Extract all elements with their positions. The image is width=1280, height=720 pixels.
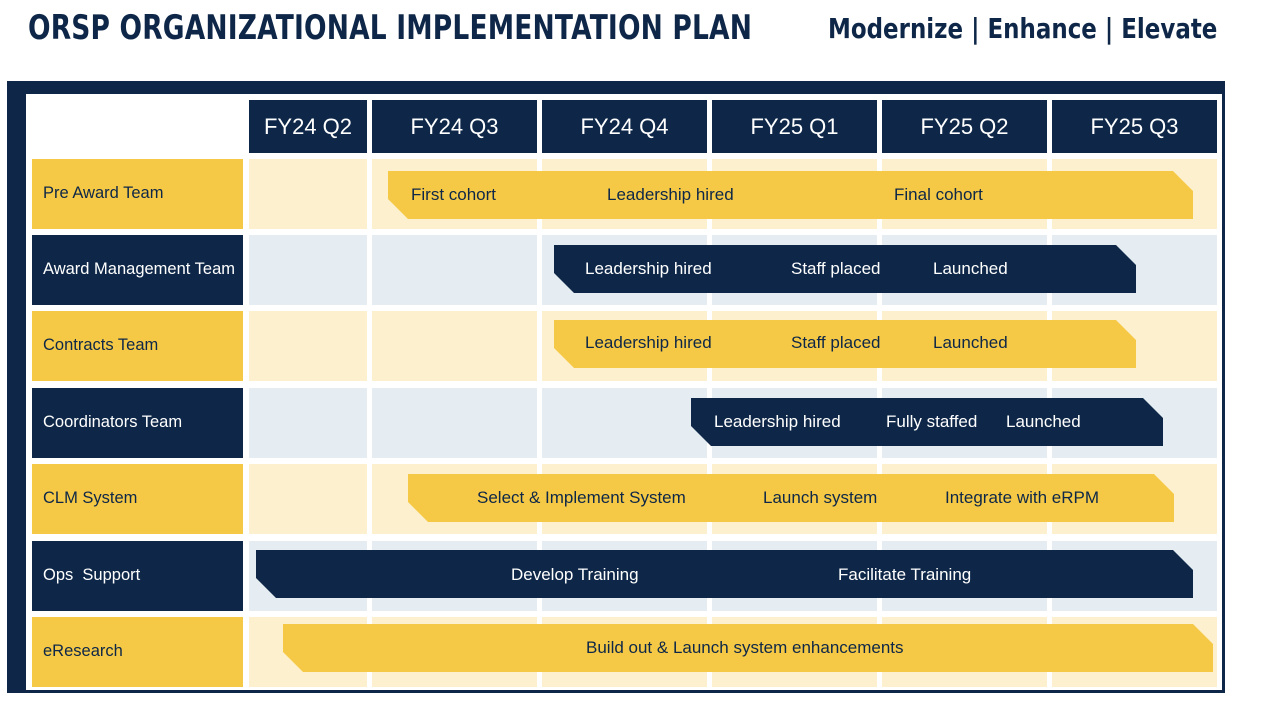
timeline-bar-contracts	[554, 320, 1136, 368]
milestone-label: Leadership hired	[714, 412, 841, 431]
grid-cell	[249, 235, 367, 305]
quarter-header-fy25-q2: FY25 Q2	[882, 100, 1047, 153]
tagline: Modernize | Enhance | Elevate	[828, 12, 1218, 45]
quarter-header-fy24-q4: FY24 Q4	[542, 100, 707, 153]
quarter-header-fy25-q1: FY25 Q1	[712, 100, 877, 153]
milestone-label: Final cohort	[894, 185, 983, 204]
row-label-eresearch: eResearch	[32, 617, 243, 687]
grid-cell	[249, 159, 367, 229]
grid-cell	[249, 464, 367, 534]
quarter-header-fy24-q2: FY24 Q2	[249, 100, 367, 153]
milestone-label: Integrate with eRPM	[945, 488, 1100, 507]
milestone-label: Staff placed	[791, 259, 881, 278]
grid-cell	[249, 311, 367, 381]
milestone-label: Fully staffed	[886, 412, 978, 431]
row-label-award-management: Award Management Team	[32, 235, 243, 305]
timeline-bar-clm-system	[408, 474, 1174, 522]
milestone-label: Leadership hired	[585, 333, 712, 352]
timeline-bar-coordinators	[691, 398, 1163, 446]
row-label-clm-system: CLM System	[32, 464, 243, 534]
milestone-label: Facilitate Training	[838, 565, 972, 584]
row-label-coordinators: Coordinators Team	[32, 388, 243, 458]
milestone-label: Select & Implement System	[477, 488, 686, 507]
milestone-label: Launch system	[763, 488, 878, 507]
quarter-header-fy25-q3: FY25 Q3	[1052, 100, 1217, 153]
milestone-label: First cohort	[411, 185, 497, 204]
milestone-label: Leadership hired	[607, 185, 734, 204]
grid-cell	[542, 388, 707, 458]
grid-cell	[249, 388, 367, 458]
milestone-label: Develop Training	[511, 565, 639, 584]
grid-cell	[372, 311, 537, 381]
grid-cell	[372, 388, 537, 458]
milestone-label: Launched	[1006, 412, 1081, 431]
grid-cell	[372, 235, 537, 305]
timeline-bar-pre-award	[388, 171, 1193, 219]
row-label-pre-award: Pre Award Team	[32, 159, 243, 229]
milestone-label: Launched	[933, 333, 1008, 352]
milestone-label: Launched	[933, 259, 1008, 278]
milestone-label: Staff placed	[791, 333, 881, 352]
row-label-ops-support: Ops Support	[32, 541, 243, 611]
timeline-bar-ops-support	[256, 550, 1193, 598]
milestone-label: Build out & Launch system enhancements	[586, 638, 904, 657]
milestone-label: Leadership hired	[585, 259, 712, 278]
timeline-bar-award-management	[554, 245, 1136, 293]
quarter-header-fy24-q3: FY24 Q3	[372, 100, 537, 153]
row-label-contracts: Contracts Team	[32, 311, 243, 381]
timeline-bar-eresearch	[283, 624, 1213, 672]
page-title: ORSP ORGANIZATIONAL IMPLEMENTATION PLAN	[28, 8, 753, 48]
